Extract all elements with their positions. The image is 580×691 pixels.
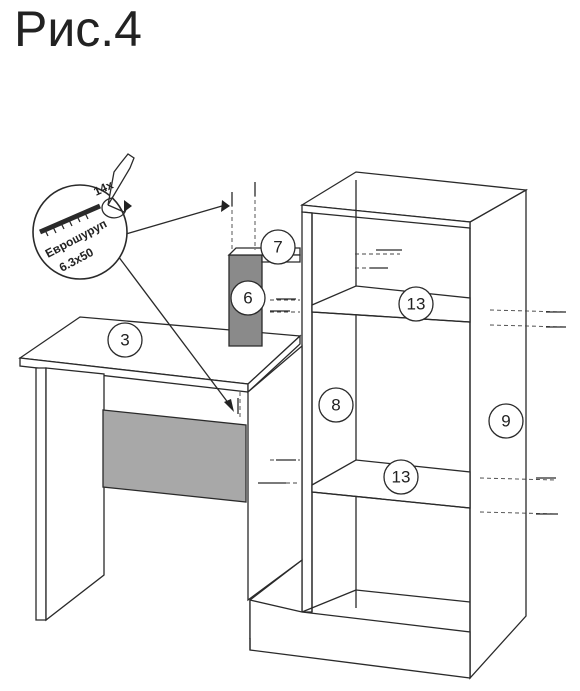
part-13-lower-label: 13 — [392, 468, 411, 487]
part-8-panel — [247, 344, 303, 602]
euroscrew-icon — [32, 153, 135, 280]
part-7-label: 7 — [273, 238, 282, 257]
part-8-label: 8 — [331, 396, 340, 415]
cabinet — [247, 171, 529, 680]
part-13-upper-label: 13 — [407, 295, 426, 314]
screws — [231, 182, 566, 515]
desk-left-leg — [45, 367, 105, 622]
part-6-label: 6 — [243, 289, 252, 308]
part-badges: 3 6 7 8 9 13 13 — [107, 229, 524, 495]
desk-modesty-panel — [102, 409, 247, 503]
part-3-label: 3 — [120, 331, 129, 350]
callout-arrows — [111, 200, 234, 412]
figure-title: Рис.4 — [14, 1, 142, 57]
part-9-label: 9 — [501, 412, 510, 431]
